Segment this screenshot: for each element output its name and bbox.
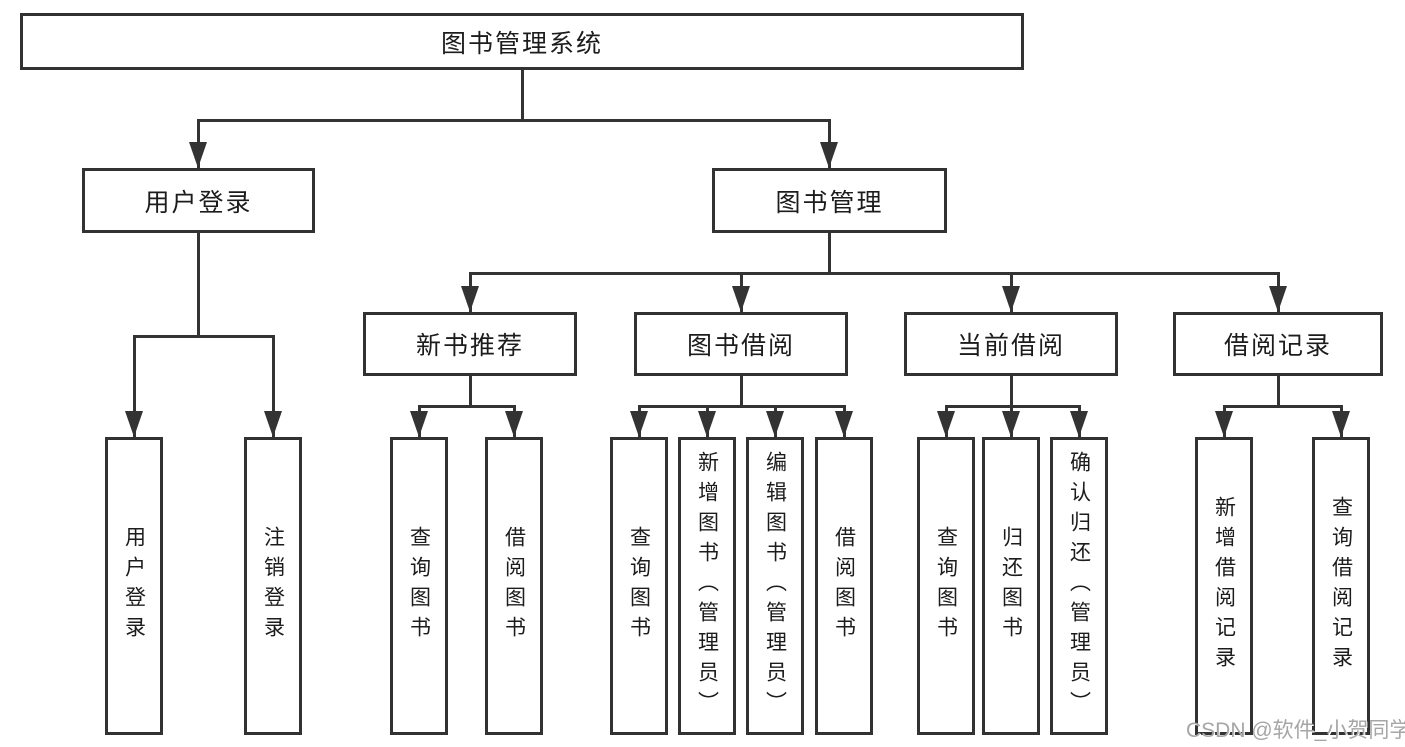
leaf-user-login: 用户登录 (105, 437, 163, 735)
connector-line-horizontal (132, 334, 275, 338)
leaf-add-books-admin: 新增图书（管理员） (678, 437, 736, 735)
connector-line-vertical (1276, 376, 1280, 406)
arrowhead-down-icon (189, 142, 207, 168)
arrowhead-down-icon (835, 411, 853, 437)
leaf-return-books: 归还图书 (982, 437, 1040, 735)
arrowhead-down-icon (630, 411, 648, 437)
arrowhead-down-icon (125, 411, 143, 437)
leaf-borrow-books-2: 借阅图书 (815, 437, 873, 735)
connector-line-vertical (132, 336, 136, 437)
node-book-management: 图书管理 (712, 168, 947, 233)
leaf-label: 查询图书 (407, 526, 431, 646)
arrowhead-down-icon (1215, 411, 1233, 437)
node-new-book-recommend: 新书推荐 (363, 312, 577, 376)
leaf-logout: 注销登录 (244, 437, 302, 735)
leaf-query-borrow-record: 查询借阅记录 (1312, 437, 1370, 735)
node-user-login: 用户登录 (82, 168, 315, 233)
node-current-borrow: 当前借阅 (904, 312, 1118, 376)
leaf-label: 归还图书 (999, 526, 1023, 646)
csdn-watermark: CSDN @软件_小贺同学 (1186, 719, 1405, 742)
node-book-borrow: 图书借阅 (634, 312, 848, 376)
connector-line-horizontal (196, 118, 831, 122)
leaf-query-books-3: 查询图书 (917, 437, 975, 735)
arrowhead-down-icon (937, 411, 955, 437)
node-library-management-system: 图书管理系统 (20, 13, 1024, 70)
leaf-confirm-return-admin: 确认归还（管理员） (1050, 437, 1108, 735)
arrowhead-down-icon (1002, 411, 1020, 437)
leaf-borrow-books-1: 借阅图书 (485, 437, 543, 735)
leaf-label: 新增图书（管理员） (695, 451, 719, 721)
arrowhead-down-icon (1269, 286, 1287, 312)
connector-line-vertical (271, 336, 275, 437)
connector-line-vertical (1009, 376, 1013, 406)
node-label: 图书管理 (775, 188, 884, 217)
leaf-label: 借阅图书 (832, 526, 856, 646)
arrowhead-down-icon (820, 142, 838, 168)
node-label: 图书管理系统 (440, 29, 603, 58)
node-label: 借阅记录 (1223, 332, 1332, 360)
leaf-label: 查询借阅记录 (1329, 496, 1353, 676)
arrowhead-down-icon (505, 411, 523, 437)
connector-line-horizontal (637, 404, 846, 408)
arrowhead-down-icon (1002, 286, 1020, 312)
leaf-label: 查询图书 (627, 526, 651, 646)
arrowhead-down-icon (732, 286, 750, 312)
arrowhead-down-icon (698, 411, 716, 437)
connector-line-vertical (827, 233, 831, 273)
node-label: 新书推荐 (415, 332, 524, 360)
node-label: 当前借阅 (956, 332, 1065, 360)
leaf-label: 借阅图书 (502, 526, 526, 646)
arrowhead-down-icon (461, 286, 479, 312)
leaf-add-borrow-record: 新增借阅记录 (1195, 437, 1253, 735)
arrowhead-down-icon (1070, 411, 1088, 437)
node-label: 用户登录 (144, 188, 253, 217)
leaf-label: 用户登录 (122, 526, 146, 646)
arrowhead-down-icon (1332, 411, 1350, 437)
node-label: 图书借阅 (686, 332, 795, 360)
connector-line-horizontal (417, 404, 516, 408)
connector-line-vertical (468, 376, 472, 406)
connector-line-horizontal (1222, 404, 1343, 408)
leaf-label: 确认归还（管理员） (1067, 451, 1091, 721)
leaf-query-books-2: 查询图书 (610, 437, 668, 735)
leaf-label: 注销登录 (261, 526, 285, 646)
connector-line-vertical (739, 376, 743, 406)
leaf-label: 编辑图书（管理员） (763, 451, 787, 721)
connector-line-vertical (520, 70, 524, 120)
arrowhead-down-icon (766, 411, 784, 437)
leaf-label: 查询图书 (934, 526, 958, 646)
connector-line-horizontal (468, 271, 1280, 275)
leaf-label: 新增借阅记录 (1212, 496, 1236, 676)
arrowhead-down-icon (264, 411, 282, 437)
arrowhead-down-icon (410, 411, 428, 437)
leaf-edit-books-admin: 编辑图书（管理员） (746, 437, 804, 735)
node-borrow-records: 借阅记录 (1173, 312, 1383, 376)
connector-line-vertical (196, 232, 200, 336)
connector-line-horizontal (944, 404, 1081, 408)
leaf-query-books-1: 查询图书 (390, 437, 448, 735)
